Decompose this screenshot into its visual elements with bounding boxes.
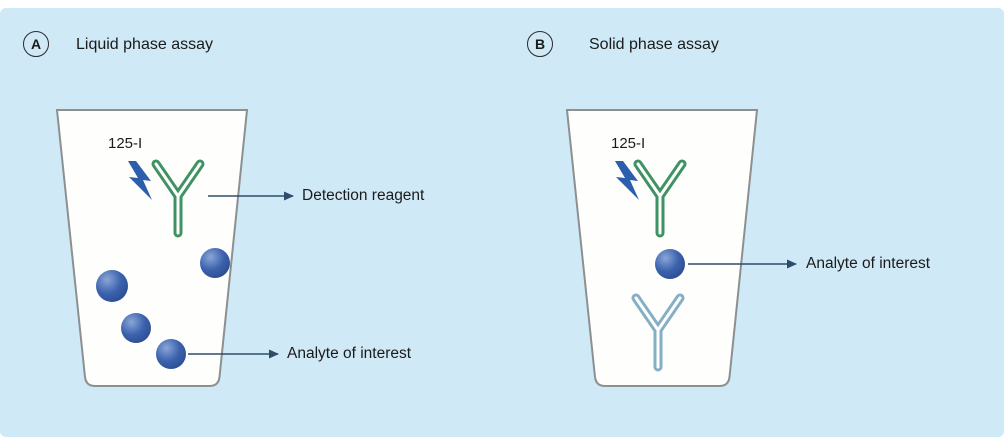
analyte-sphere: [121, 313, 151, 343]
analyte-sphere: [655, 249, 685, 279]
analyte-sphere: [96, 270, 128, 302]
analyte-sphere: [156, 339, 186, 369]
analyte-sphere: [200, 248, 230, 278]
beaker-a: [55, 109, 249, 387]
beaker-b: [565, 109, 759, 387]
